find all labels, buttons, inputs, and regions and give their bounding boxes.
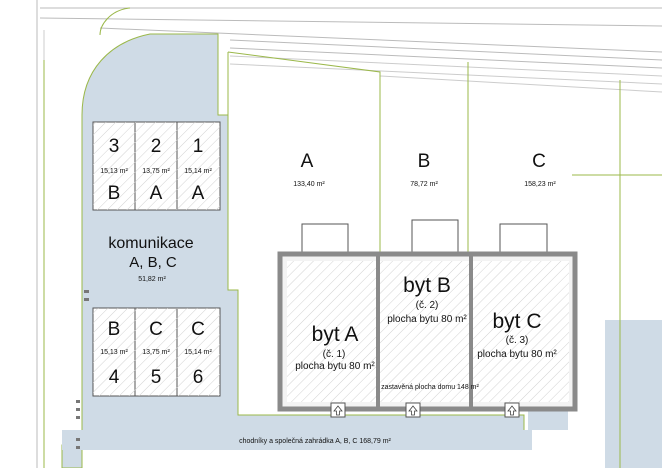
parking-top-row: 3 15,13 m² B 2 13,75 m² A 1 15,14 m² A <box>92 121 221 211</box>
parking-owner: A <box>192 183 205 204</box>
road-area-value: 51,82 m² <box>138 276 166 283</box>
building-area: zastavěná plocha domu 148 m² <box>381 384 479 391</box>
parking-owner: B <box>108 183 121 204</box>
parking-area: 15,13 m² <box>100 168 128 175</box>
parking-bottom-row: B 15,13 m² 4 C 13,75 m² 5 C 15,14 m² 6 <box>92 307 221 397</box>
flat-title: byt A <box>312 323 359 346</box>
flat-number: (č. 1) <box>323 349 346 360</box>
parking-owner: C <box>191 319 205 340</box>
road-title: komunikace <box>108 235 193 252</box>
parking-owner: C <box>149 319 163 340</box>
garden-label: A <box>301 151 314 172</box>
flat-area: plocha bytu 80 m² <box>387 314 467 325</box>
road-area: komunikace A, B, C 51,82 m² <box>108 235 193 283</box>
flat-area: plocha bytu 80 m² <box>295 361 375 372</box>
flat-number: (č. 2) <box>416 300 439 311</box>
entrance-arrow-icon <box>330 402 346 418</box>
shared-paths-label: chodníky a společná zahrádka A, B, C 168… <box>239 438 391 445</box>
garden-area: 133,40 m² <box>293 181 325 188</box>
building: byt A (č. 1) plocha bytu 80 m² byt B (č.… <box>277 219 578 418</box>
parking-area: 13,75 m² <box>142 168 170 175</box>
garden-label: C <box>532 151 546 172</box>
garden-area: 78,72 m² <box>410 181 438 188</box>
parking-number: 2 <box>151 136 162 157</box>
parking-number: 5 <box>151 367 162 388</box>
road-subtitle: A, B, C <box>129 254 177 271</box>
fence-markers <box>76 290 89 449</box>
flat-number: (č. 3) <box>506 335 529 346</box>
parking-area: 15,14 m² <box>184 168 212 175</box>
parking-number: 3 <box>109 136 120 157</box>
parking-area: 13,75 m² <box>142 349 170 356</box>
parking-number: 6 <box>193 367 204 388</box>
parking-number: 1 <box>193 136 204 157</box>
flat-title: byt B <box>403 274 451 297</box>
entrance-arrow-icon <box>405 402 421 418</box>
garden-area: 158,23 m² <box>524 181 556 188</box>
entrance-arrow-icon <box>504 402 520 418</box>
gardens: A 133,40 m² B 78,72 m² C 158,23 m² <box>293 151 556 188</box>
parking-owner: A <box>150 183 163 204</box>
parking-number: 4 <box>109 367 120 388</box>
flat-area: plocha bytu 80 m² <box>477 349 557 360</box>
parking-area: 15,14 m² <box>184 349 212 356</box>
parking-owner: B <box>108 319 121 340</box>
parking-area: 15,13 m² <box>100 349 128 356</box>
flat-title: byt C <box>492 310 541 333</box>
plot-boundaries <box>43 7 662 468</box>
garden-label: B <box>418 151 431 172</box>
